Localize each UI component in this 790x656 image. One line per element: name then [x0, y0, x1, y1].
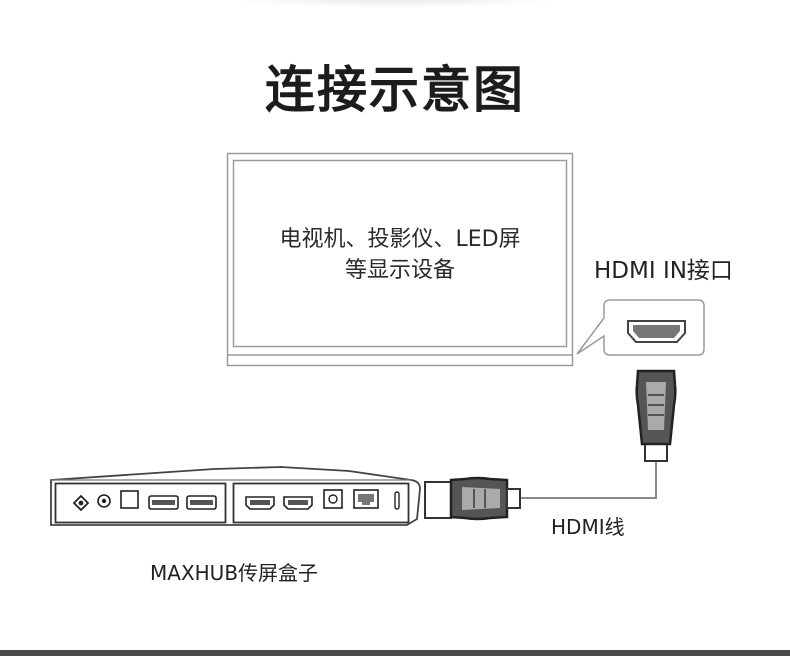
hdmi-port-icon — [245, 496, 275, 510]
bottom-divider — [0, 650, 790, 656]
hdmi-port-icon — [627, 320, 686, 343]
power-button-icon — [72, 494, 90, 512]
usb-c-port-icon — [120, 490, 139, 509]
hdmi-in-callout — [576, 299, 705, 356]
ethernet-port-icon — [353, 489, 379, 509]
hdmi-plug-horizontal — [424, 476, 521, 521]
page-title: 连接示意图 — [265, 61, 525, 119]
hdmi-plug-vertical — [635, 369, 677, 462]
audio-jack-icon — [97, 494, 111, 508]
hdmi-in-label: HDMI IN接口 — [594, 258, 733, 284]
display-device — [226, 152, 574, 367]
top-shadow — [225, 0, 565, 8]
display-line-2: 等显示设备 — [344, 258, 455, 283]
usb-port-icon — [186, 495, 217, 510]
dc-power-port-icon — [323, 489, 343, 509]
hdmi-cable-line — [520, 460, 657, 499]
maxhub-box — [50, 466, 421, 526]
hdmi-cable-label: HDMI线 — [551, 515, 625, 539]
usb-port-icon — [148, 495, 179, 510]
hdmi-port-icon — [283, 496, 313, 510]
maxhub-box-label: MAXHUB传屏盒子 — [150, 561, 319, 585]
display-description: 电视机、投影仪、LED屏 等显示设备 — [232, 224, 568, 286]
indicator-slot-icon — [394, 491, 400, 510]
display-line-1: 电视机、投影仪、LED屏 — [279, 227, 521, 252]
